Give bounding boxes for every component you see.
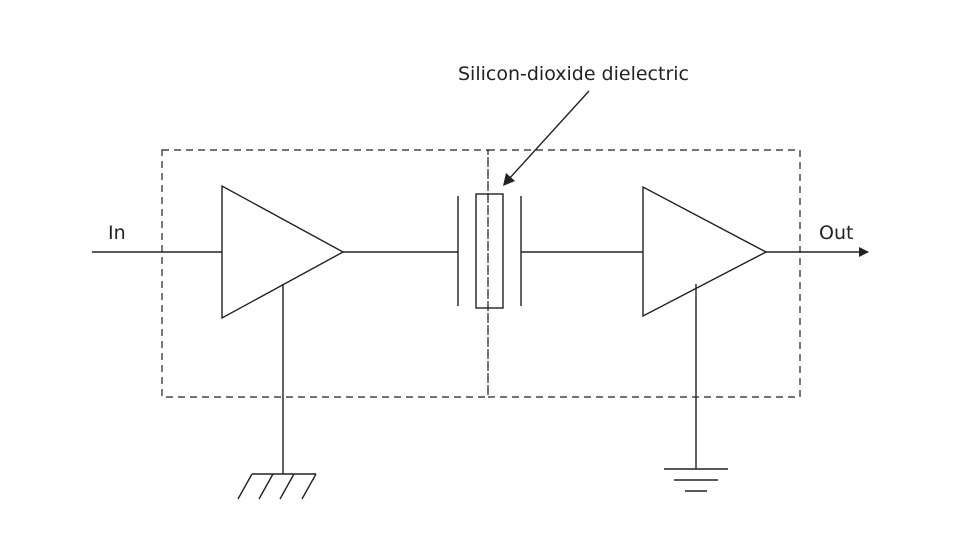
output-label: Out <box>819 222 853 244</box>
chassis-ground-icon <box>237 473 317 500</box>
dielectric-label: Silicon-dioxide dielectric <box>458 63 689 85</box>
dielectric-slab <box>475 193 504 309</box>
input-label: In <box>108 222 126 244</box>
dielectric-pointer-line <box>507 90 590 181</box>
dielectric-pointer-arrowhead <box>503 173 515 186</box>
left-isolation-boundary <box>161 149 489 398</box>
earth-ground-icon <box>664 468 728 492</box>
output-amplifier <box>642 185 768 318</box>
right-isolation-boundary <box>487 149 801 398</box>
